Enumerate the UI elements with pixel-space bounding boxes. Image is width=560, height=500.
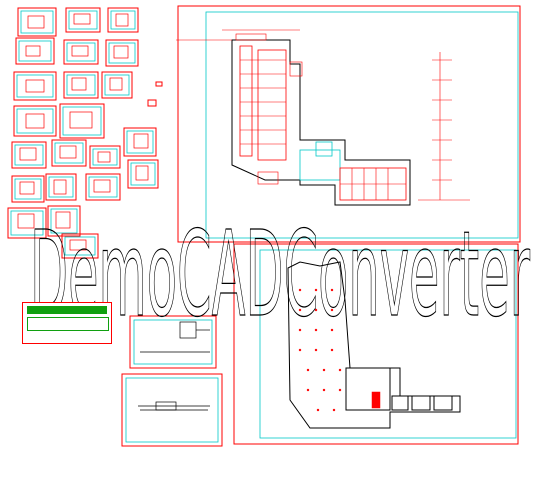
detail-sheet (147, 99, 157, 107)
detail-sheet-inner-frames (10, 10, 156, 256)
main-sheet-upper-inner (205, 11, 519, 239)
dimension-lines (176, 29, 470, 201)
detail-sheet (59, 103, 105, 139)
watermark-text: DemoCADConverter (30, 206, 530, 343)
detail-sheet (45, 173, 77, 201)
detail-sheet (63, 71, 99, 99)
section-drawing (138, 401, 210, 411)
detail-sheet (107, 7, 139, 33)
elevation-drawing (140, 321, 210, 353)
detail-sheet (17, 7, 57, 37)
title-block-subtitle (27, 317, 109, 331)
main-sheet-lower-inner (259, 249, 517, 439)
detail-sheet-content (17, 13, 149, 251)
detail-sheet (85, 173, 121, 201)
title-block (22, 302, 112, 344)
detail-sheet (51, 139, 87, 167)
detail-sheet (13, 71, 57, 101)
detail-sheet (47, 205, 81, 237)
detail-sheet (127, 159, 159, 189)
detail-sheet (7, 207, 47, 239)
main-sheet-lower (233, 243, 519, 445)
detail-sheet (155, 81, 163, 87)
section-sheet (121, 373, 223, 447)
main-sheet-upper (177, 5, 521, 243)
detail-sheet (65, 7, 101, 33)
detail-sheet (11, 175, 45, 203)
detail-sheet (105, 39, 139, 67)
floor-plan-lower-grid (298, 288, 381, 412)
detail-sheet (123, 127, 157, 157)
detail-sheets (7, 7, 163, 259)
title-block-heading (27, 306, 107, 314)
floor-plan-upper (231, 39, 411, 206)
detail-sheet (63, 39, 99, 65)
floor-plan-upper-rooms (235, 33, 406, 200)
detail-sheet (101, 71, 133, 99)
detail-sheet (13, 105, 57, 137)
elevation-sheet (129, 315, 217, 369)
detail-sheet (89, 145, 121, 169)
detail-sheet (15, 37, 55, 65)
title-block-footer (27, 333, 107, 339)
detail-sheet (11, 141, 47, 169)
floor-plan-lower (287, 261, 461, 429)
detail-sheet (61, 233, 99, 259)
